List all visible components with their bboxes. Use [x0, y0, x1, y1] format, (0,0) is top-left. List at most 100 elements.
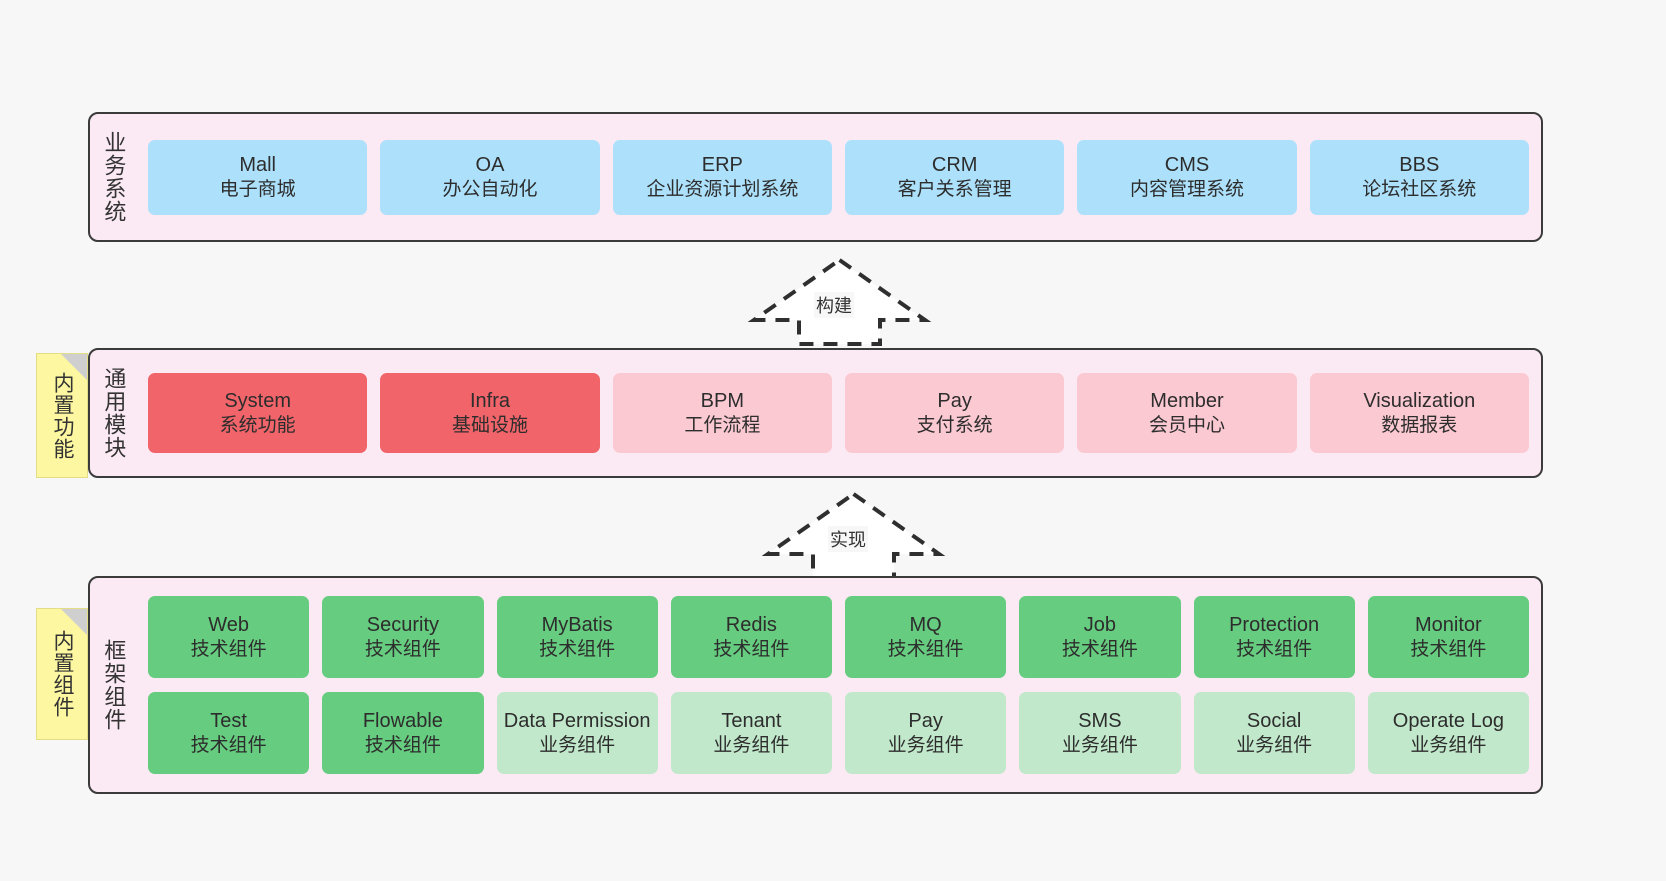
row-business-components: Test 技术组件 Flowable 技术组件 Data Permission …: [148, 692, 1529, 774]
cell-visualization[interactable]: Visualization 数据报表: [1309, 373, 1529, 453]
cell-bbs-cn: 论坛社区系统: [1362, 178, 1477, 200]
cell-oa-cn: 办公自动化: [442, 178, 538, 200]
cell-pay-module-cn: 支付系统: [916, 414, 993, 436]
cell-crm-en: CRM: [931, 153, 978, 176]
cell-protection-cn: 技术组件: [1236, 638, 1313, 660]
cell-test[interactable]: Test 技术组件: [148, 692, 310, 774]
layer-title-business-system: 业务系统: [101, 131, 127, 223]
cell-pay-module[interactable]: Pay 支付系统: [844, 373, 1065, 453]
cell-sms-cn: 业务组件: [1061, 734, 1138, 756]
cell-pay-component-en: Pay: [908, 709, 943, 732]
cell-mall-en: Mall: [239, 153, 276, 176]
cell-flowable[interactable]: Flowable 技术组件: [322, 692, 484, 774]
row-tech-components: Web 技术组件 Security 技术组件 MyBatis 技术组件 Redi…: [148, 596, 1529, 678]
cell-bbs-en: BBS: [1399, 153, 1440, 176]
cell-sms[interactable]: SMS 业务组件: [1019, 692, 1181, 774]
cell-mall[interactable]: Mall 电子商城: [148, 139, 368, 215]
cell-infra[interactable]: Infra 基础设施: [380, 373, 600, 453]
cell-job-cn: 技术组件: [1061, 638, 1138, 660]
note-builtin-component: 内置组件: [36, 608, 88, 740]
cell-protection[interactable]: Protection 技术组件: [1193, 596, 1355, 678]
cell-visualization-en: Visualization: [1363, 389, 1476, 412]
cell-member[interactable]: Member 会员中心: [1077, 373, 1297, 453]
cell-member-en: Member: [1150, 389, 1224, 412]
cell-visualization-cn: 数据报表: [1381, 414, 1458, 436]
note-builtin-feature-label: 内置功能: [50, 371, 74, 460]
cell-crm-cn: 客户关系管理: [897, 178, 1012, 200]
layer-common-module: 通用模块 System 系统功能 Infra 基础设施 BPM 工作流程 Pay…: [88, 348, 1543, 478]
cell-operate-log-cn: 业务组件: [1410, 734, 1487, 756]
cell-security-cn: 技术组件: [364, 638, 441, 660]
arrow-implement-label: 实现: [828, 526, 868, 552]
cell-oa-en: OA: [475, 153, 505, 176]
row-business-systems: Mall 电子商城 OA 办公自动化 ERP 企业资源计划系统 CRM 客户关系…: [148, 139, 1529, 215]
folded-corner-icon: [61, 354, 87, 380]
cell-flowable-en: Flowable: [362, 709, 443, 732]
cell-data-permission[interactable]: Data Permission 业务组件: [496, 692, 658, 774]
layer-title-framework-component: 框架组件: [101, 639, 127, 731]
cell-crm[interactable]: CRM 客户关系管理: [844, 139, 1065, 215]
layer-title-common-module: 通用模块: [101, 367, 127, 459]
cell-social-en: Social: [1246, 709, 1302, 732]
cell-operate-log[interactable]: Operate Log 业务组件: [1367, 692, 1529, 774]
cell-oa[interactable]: OA 办公自动化: [380, 139, 600, 215]
cell-mq[interactable]: MQ 技术组件: [845, 596, 1007, 678]
cell-erp[interactable]: ERP 企业资源计划系统: [612, 139, 832, 215]
cell-security[interactable]: Security 技术组件: [322, 596, 484, 678]
cell-flowable-cn: 技术组件: [364, 734, 441, 756]
cell-job-en: Job: [1083, 613, 1116, 636]
layer-body-framework-component: Web 技术组件 Security 技术组件 MyBatis 技术组件 Redi…: [136, 578, 1541, 792]
cell-tenant-cn: 业务组件: [713, 734, 790, 756]
cell-pay-component-cn: 业务组件: [887, 734, 964, 756]
cell-erp-cn: 企业资源计划系统: [646, 178, 799, 200]
cell-web[interactable]: Web 技术组件: [148, 596, 310, 678]
cell-test-cn: 技术组件: [190, 734, 267, 756]
cell-bpm[interactable]: BPM 工作流程: [612, 373, 832, 453]
note-builtin-component-label: 内置组件: [50, 630, 74, 718]
cell-erp-en: ERP: [701, 153, 743, 176]
cell-redis[interactable]: Redis 技术组件: [670, 596, 832, 678]
cell-data-permission-en: Data Permission: [503, 709, 651, 732]
cell-social[interactable]: Social 业务组件: [1193, 692, 1355, 774]
cell-cms[interactable]: CMS 内容管理系统: [1077, 139, 1297, 215]
cell-cms-en: CMS: [1164, 153, 1210, 176]
cell-operate-log-en: Operate Log: [1392, 709, 1504, 732]
cell-mybatis[interactable]: MyBatis 技术组件: [496, 596, 658, 678]
cell-mybatis-cn: 技术组件: [539, 638, 616, 660]
cell-social-cn: 业务组件: [1236, 734, 1313, 756]
cell-infra-en: Infra: [469, 389, 510, 412]
cell-web-cn: 技术组件: [190, 638, 267, 660]
cell-web-en: Web: [208, 613, 249, 636]
cell-member-cn: 会员中心: [1148, 414, 1225, 436]
cell-mall-cn: 电子商城: [219, 178, 296, 200]
cell-protection-en: Protection: [1229, 613, 1320, 636]
row-common-modules: System 系统功能 Infra 基础设施 BPM 工作流程 Pay 支付系统…: [148, 373, 1529, 453]
layer-framework-component: 框架组件 Web 技术组件 Security 技术组件 MyBatis 技术组件…: [88, 576, 1543, 794]
cell-system[interactable]: System 系统功能: [148, 373, 368, 453]
cell-system-en: System: [224, 389, 291, 412]
cell-bpm-cn: 工作流程: [684, 414, 761, 436]
cell-redis-en: Redis: [725, 613, 777, 636]
cell-infra-cn: 基础设施: [451, 414, 528, 436]
note-builtin-feature: 内置功能: [36, 353, 88, 478]
cell-pay-module-en: Pay: [937, 389, 972, 412]
cell-sms-en: SMS: [1078, 709, 1122, 732]
layer-business-system: 业务系统 Mall 电子商城 OA 办公自动化 ERP 企业资源计划系统 CRM…: [88, 112, 1543, 242]
arrow-implement: 实现: [761, 491, 946, 580]
cell-security-en: Security: [366, 613, 439, 636]
cell-monitor-cn: 技术组件: [1410, 638, 1487, 660]
cell-bbs[interactable]: BBS 论坛社区系统: [1309, 139, 1529, 215]
cell-bpm-en: BPM: [700, 389, 744, 412]
cell-test-en: Test: [210, 709, 247, 732]
cell-redis-cn: 技术组件: [713, 638, 790, 660]
cell-job[interactable]: Job 技术组件: [1019, 596, 1181, 678]
layer-body-common-module: System 系统功能 Infra 基础设施 BPM 工作流程 Pay 支付系统…: [136, 350, 1541, 476]
cell-mq-cn: 技术组件: [887, 638, 964, 660]
arrow-build-label: 构建: [814, 292, 854, 318]
cell-tenant-en: Tenant: [721, 709, 782, 732]
cell-pay-component[interactable]: Pay 业务组件: [845, 692, 1007, 774]
cell-data-permission-cn: 业务组件: [539, 734, 616, 756]
cell-monitor[interactable]: Monitor 技术组件: [1367, 596, 1529, 678]
cell-tenant[interactable]: Tenant 业务组件: [670, 692, 832, 774]
